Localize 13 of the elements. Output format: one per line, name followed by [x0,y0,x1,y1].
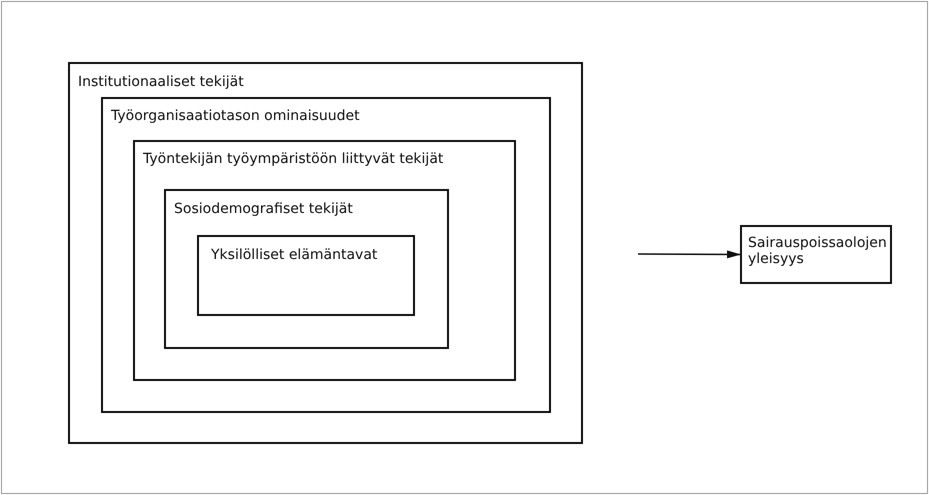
box-label: Institutionaaliset tekijät [78,74,244,90]
box-label: Yksilölliset elämäntavat [211,247,378,263]
box-label: Työorganisaatiotason ominaisuudet [111,108,360,124]
box-label: Sairauspoissaolojen yleisyys [748,235,888,267]
box-label: Työntekijän työympäristöön liittyvät tekijät [143,151,444,167]
box-label: Sosiodemografiset tekijät [174,201,353,217]
nested-box [740,225,892,284]
nested-box [133,140,516,381]
nested-box [101,97,551,413]
nested-box [197,235,415,316]
nested-box [68,62,583,444]
arrow [638,250,741,258]
nested-box [164,189,449,349]
